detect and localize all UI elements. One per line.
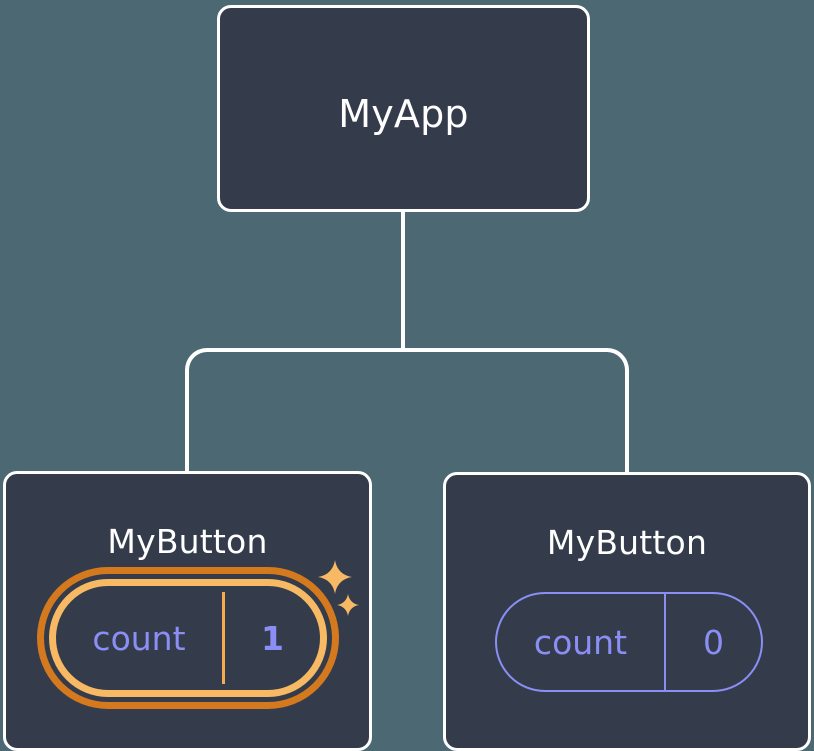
- state-key-label: count: [56, 592, 225, 684]
- edge-root-to-branch: [401, 210, 405, 352]
- sparkle-large-icon: [318, 560, 352, 594]
- state-pill-inner-ring: count 1: [49, 579, 327, 697]
- sparkle-small-icon: [337, 594, 359, 616]
- edge-branch-bar: [185, 348, 629, 474]
- component-node-title: MyButton: [107, 522, 268, 561]
- state-key-label: count: [497, 594, 666, 690]
- state-pill-count-updated[interactable]: count 1: [37, 567, 339, 709]
- state-pill-inner: count 0: [497, 594, 761, 690]
- state-value-label: 1: [260, 618, 284, 658]
- component-node-title: MyApp: [338, 92, 469, 136]
- component-node-title: MyButton: [546, 523, 708, 562]
- component-node-myapp[interactable]: MyApp: [217, 5, 590, 212]
- diagram-canvas: MyApp MyButton count 1 MyButton count 0: [3, 5, 811, 751]
- state-pill-count-unchanged[interactable]: count 0: [495, 592, 763, 692]
- state-value-label: 0: [702, 622, 724, 662]
